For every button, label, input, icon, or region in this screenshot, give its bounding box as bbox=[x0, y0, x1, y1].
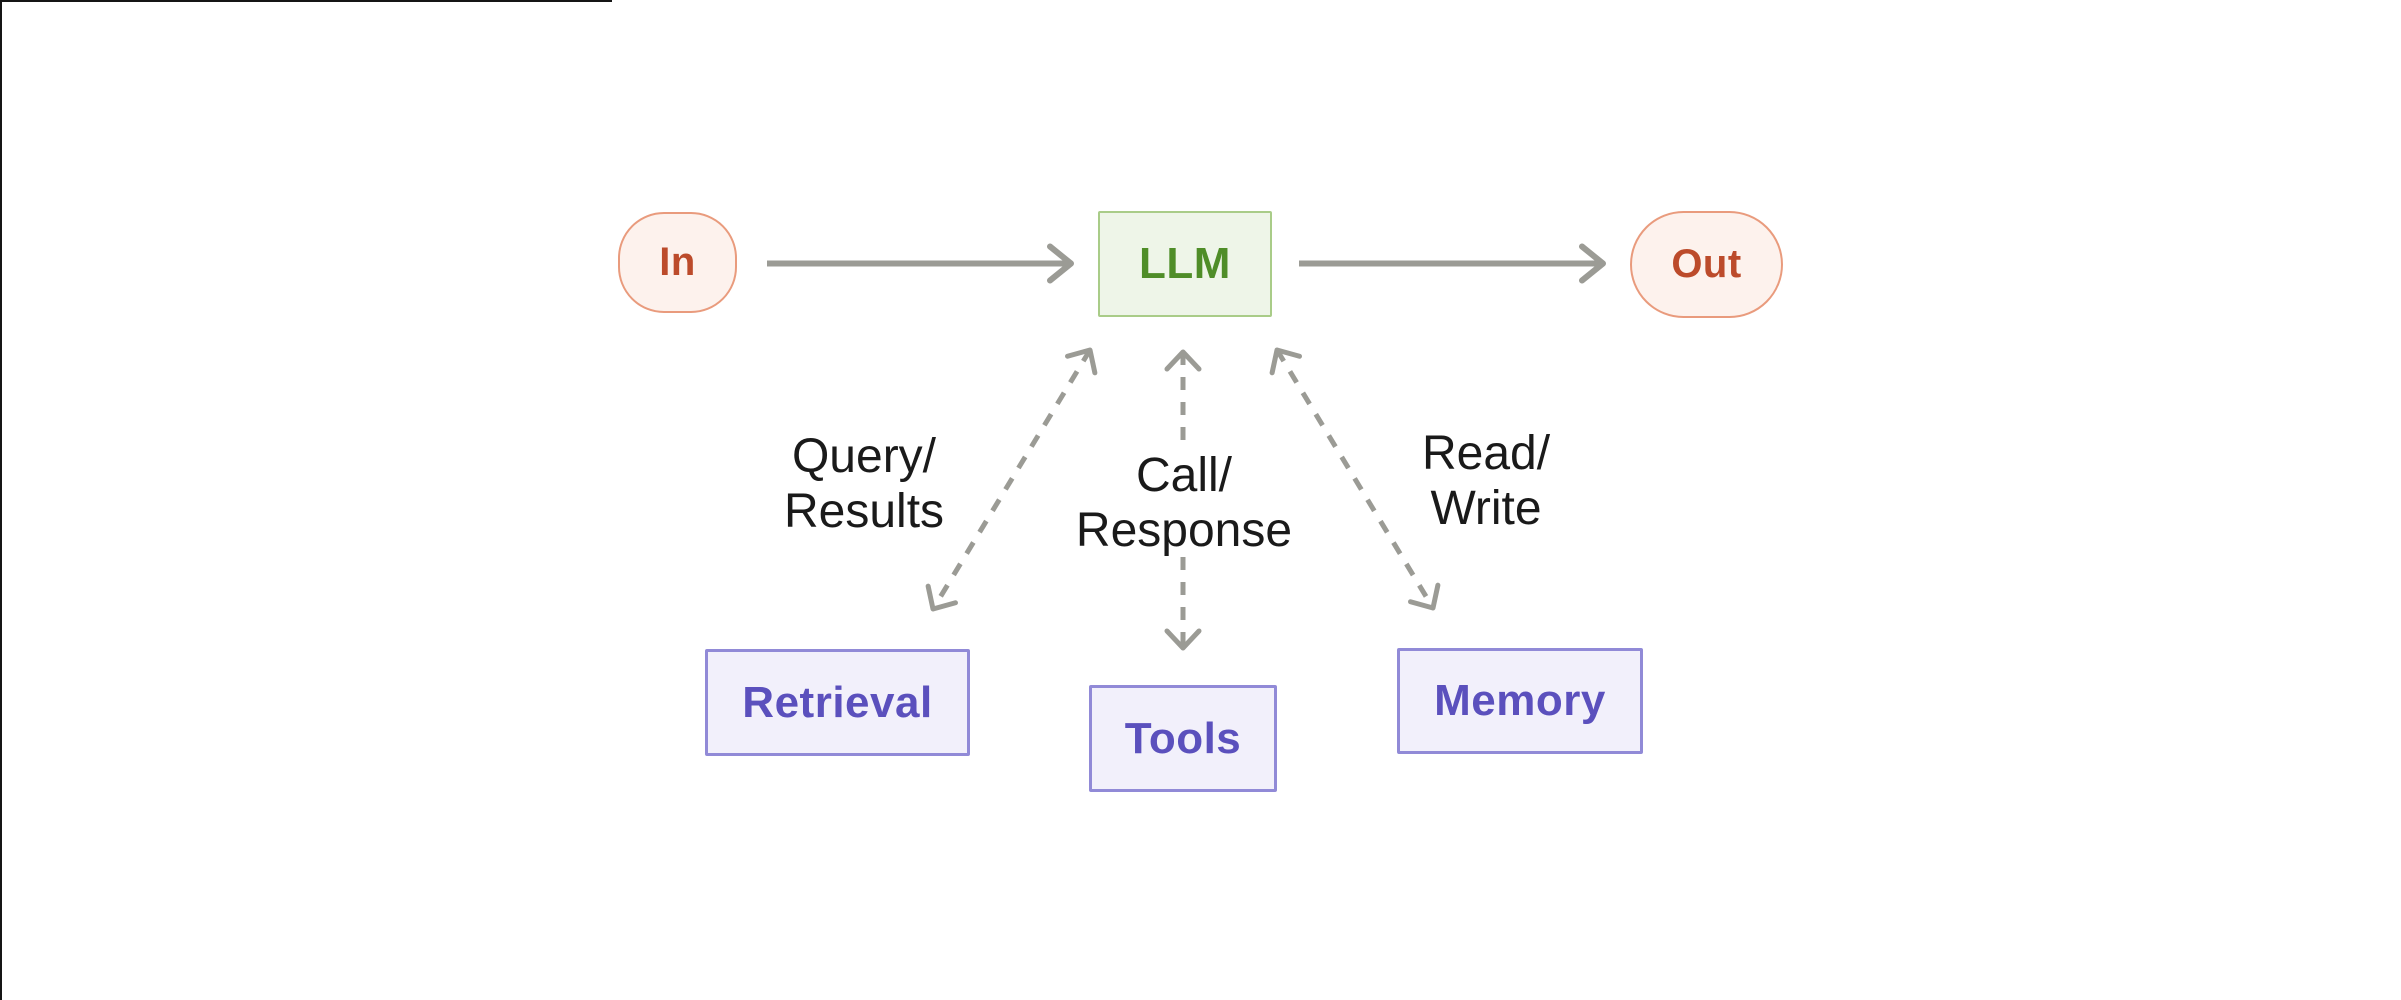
node-in-label: In bbox=[659, 240, 696, 284]
window-left-border bbox=[0, 0, 2, 1000]
edge-label-read-write: Read/ Write bbox=[1422, 426, 1550, 536]
node-llm: LLM bbox=[1098, 211, 1272, 317]
arrow-llm-retrieval bbox=[925, 347, 1098, 612]
node-llm-label: LLM bbox=[1139, 239, 1231, 288]
node-in: In bbox=[618, 212, 737, 313]
edge-label-call-line2: Response bbox=[1075, 504, 1293, 557]
window-top-border bbox=[0, 0, 612, 2]
edge-label-call-response: Call/ Response bbox=[1076, 448, 1292, 558]
edge-label-query-results: Query/ Results bbox=[784, 429, 944, 539]
node-retrieval: Retrieval bbox=[705, 649, 970, 756]
node-tools-label: Tools bbox=[1124, 713, 1242, 763]
node-memory: Memory bbox=[1397, 648, 1643, 754]
node-tools: Tools bbox=[1089, 685, 1277, 792]
node-out: Out bbox=[1630, 211, 1783, 318]
node-retrieval-label: Retrieval bbox=[742, 677, 933, 727]
edge-label-read-line2: Write bbox=[1430, 482, 1542, 535]
node-memory-label: Memory bbox=[1434, 676, 1606, 725]
arrow-llm-memory bbox=[1269, 347, 1441, 611]
edge-label-query-line2: Results bbox=[783, 485, 945, 538]
edge-label-query-line1: Query/ bbox=[791, 430, 937, 483]
edge-label-call-line1: Call/ bbox=[1135, 449, 1233, 502]
edge-label-read-line1: Read/ bbox=[1421, 427, 1551, 480]
node-out-label: Out bbox=[1671, 242, 1742, 286]
